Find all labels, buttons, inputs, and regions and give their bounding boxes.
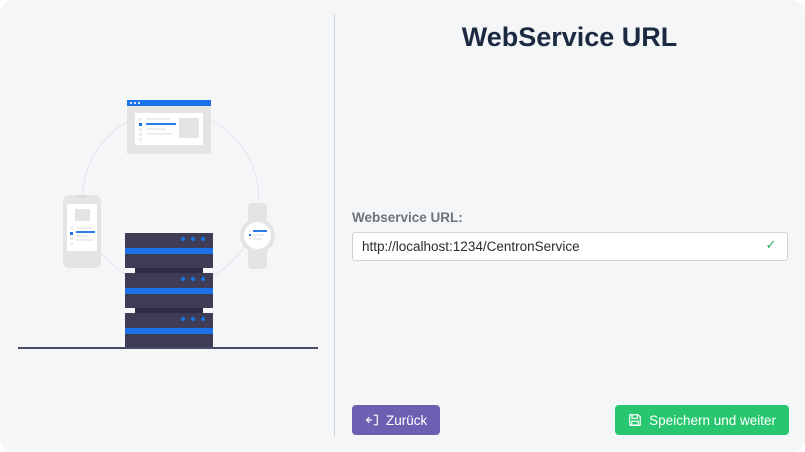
placeholder-line	[253, 238, 262, 240]
placeholder-line-accent	[253, 230, 267, 232]
webservice-url-input-wrap[interactable]: ✓	[352, 232, 788, 261]
placeholder-line-accent	[76, 231, 95, 233]
watch-screen	[244, 222, 271, 249]
browser-titlebar	[127, 100, 211, 106]
phone-screen	[67, 204, 97, 251]
server-led-icons	[181, 317, 209, 321]
placeholder-line	[146, 118, 170, 120]
save-floppy-icon	[628, 413, 642, 427]
browser-dot-icon	[134, 102, 136, 104]
webservice-url-field-group: Webservice URL: ✓	[352, 210, 788, 261]
phone-image-placeholder	[75, 209, 90, 221]
rail-dot-icon	[249, 238, 251, 240]
server-rack-icon	[125, 233, 213, 349]
server-unit	[125, 313, 213, 349]
browser-content	[135, 113, 203, 145]
rail-dot-icon	[139, 133, 142, 136]
sign-in-icon	[365, 413, 379, 427]
form-panel: WebService URL Webservice URL: ✓ Zurück	[334, 0, 805, 452]
save-button-label: Speichern und weiter	[649, 412, 776, 428]
rail-dot-icon	[249, 230, 251, 232]
placeholder-line	[76, 235, 88, 237]
rail-dot-active-icon	[249, 234, 251, 236]
phone-rail	[70, 227, 73, 247]
webservice-url-input[interactable]	[353, 233, 759, 260]
check-icon: ✓	[765, 237, 777, 252]
browser-image-placeholder	[179, 118, 199, 138]
back-button[interactable]: Zurück	[352, 405, 441, 435]
server-gap	[135, 268, 203, 273]
server-stripe	[125, 288, 213, 294]
rail-dot-icon	[139, 118, 142, 121]
server-led-icons	[181, 237, 209, 241]
watch-text-lines	[253, 230, 267, 242]
phone-speaker	[76, 195, 88, 198]
browser-text-lines	[146, 118, 176, 138]
browser-dot-icon	[130, 102, 132, 104]
illustration-panel	[0, 0, 334, 452]
back-button-label: Zurück	[386, 412, 428, 428]
placeholder-line	[146, 128, 166, 130]
rail-dot-icon	[139, 128, 142, 131]
save-and-continue-button[interactable]: Speichern und weiter	[615, 405, 789, 435]
rail-dot-active-icon	[70, 232, 73, 235]
smartphone-icon	[63, 195, 101, 268]
rail-dot-icon	[139, 138, 142, 141]
panel-divider	[334, 14, 335, 436]
server-led-icons	[181, 277, 209, 281]
server-stripe	[125, 328, 213, 334]
rail-dot-icon	[70, 227, 73, 230]
placeholder-line	[76, 239, 93, 241]
webservice-url-label: Webservice URL:	[352, 210, 463, 225]
server-gap	[135, 308, 203, 313]
watch-rail	[249, 230, 251, 242]
phone-text-lines	[76, 227, 95, 243]
page-title: WebService URL	[461, 22, 678, 52]
watch-face	[240, 218, 275, 253]
rail-dot-active-icon	[139, 123, 142, 126]
rail-dot-icon	[70, 237, 73, 240]
browser-sidebar-rail	[139, 118, 142, 141]
rail-dot-icon	[70, 242, 73, 245]
server-stripe	[125, 248, 213, 254]
server-unit	[125, 233, 213, 268]
smartwatch-icon	[240, 203, 275, 269]
placeholder-line	[253, 234, 264, 236]
server-unit	[125, 273, 213, 308]
browser-window-icon	[127, 100, 211, 154]
ground-line	[18, 347, 318, 349]
placeholder-line	[146, 133, 173, 135]
placeholder-line-accent	[146, 123, 176, 125]
placeholder-line	[76, 227, 92, 229]
browser-dot-icon	[138, 102, 140, 104]
